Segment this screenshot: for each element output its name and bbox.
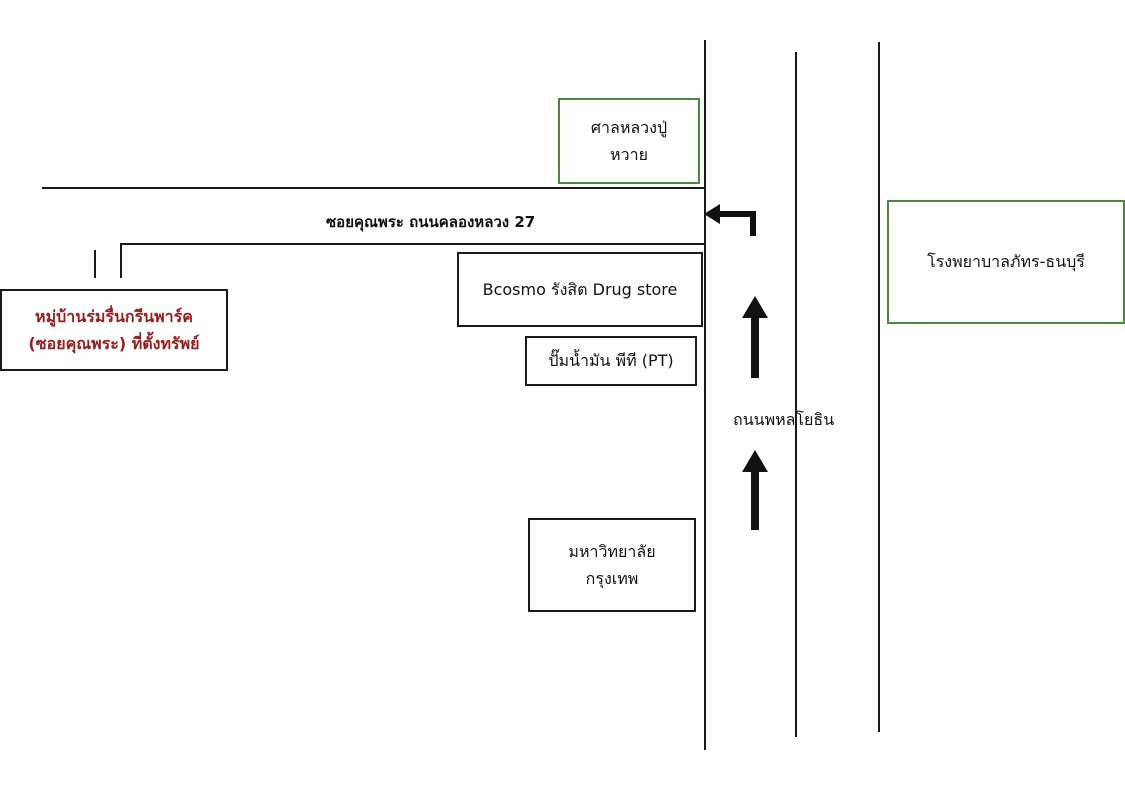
shrine-name-line1: ศาลหลวงปู่ xyxy=(590,117,668,137)
shrine-name-line2: หวาย xyxy=(610,145,648,164)
main-road-west-edge xyxy=(704,40,706,750)
university-name-line1: มหาวิทยาลัย xyxy=(568,541,656,561)
property-box: หมู่บ้านร่มรื่นกรีนพาร์ค (ซอยคุณพระ) ที่… xyxy=(0,289,228,371)
soi-branch-left xyxy=(94,250,96,278)
university-box: มหาวิทยาลัย กรุงเทพ xyxy=(528,518,696,612)
drugstore-name: Bcosmo รังสิต Drug store xyxy=(482,279,678,299)
shrine-box: ศาลหลวงปู่ หวาย xyxy=(558,98,700,184)
up-arrow-icon xyxy=(742,296,768,378)
university-name-line2: กรุงเทพ xyxy=(585,569,639,588)
main-road-center-line xyxy=(795,52,797,737)
soi-branch-right xyxy=(120,243,122,278)
hospital-box: โรงพยาบาลภัทร-ธนบุรี xyxy=(887,200,1125,324)
up-arrow-icon xyxy=(742,450,768,530)
property-name-line1: หมู่บ้านร่มรื่นกรีนพาร์ค xyxy=(35,306,193,326)
turn-left-arrow-icon xyxy=(704,204,756,236)
soi-south-edge xyxy=(120,243,706,245)
drugstore-box: Bcosmo รังสิต Drug store xyxy=(457,252,703,327)
hospital-name: โรงพยาบาลภัทร-ธนบุรี xyxy=(927,252,1085,272)
property-name-line2: (ซอยคุณพระ) ที่ตั้งทรัพย์ xyxy=(28,334,200,353)
soi-label: ซอยคุณพระ ถนนคลองหลวง 27 xyxy=(326,213,536,231)
main-road-east-edge xyxy=(878,42,880,732)
gas-station-box: ปั๊มน้ำมัน พีที (PT) xyxy=(525,336,697,386)
gas-station-name: ปั๊มน้ำมัน พีที (PT) xyxy=(548,351,674,371)
soi-north-edge xyxy=(42,187,706,189)
main-road-label: ถนนพหลโยธิน xyxy=(733,410,835,429)
